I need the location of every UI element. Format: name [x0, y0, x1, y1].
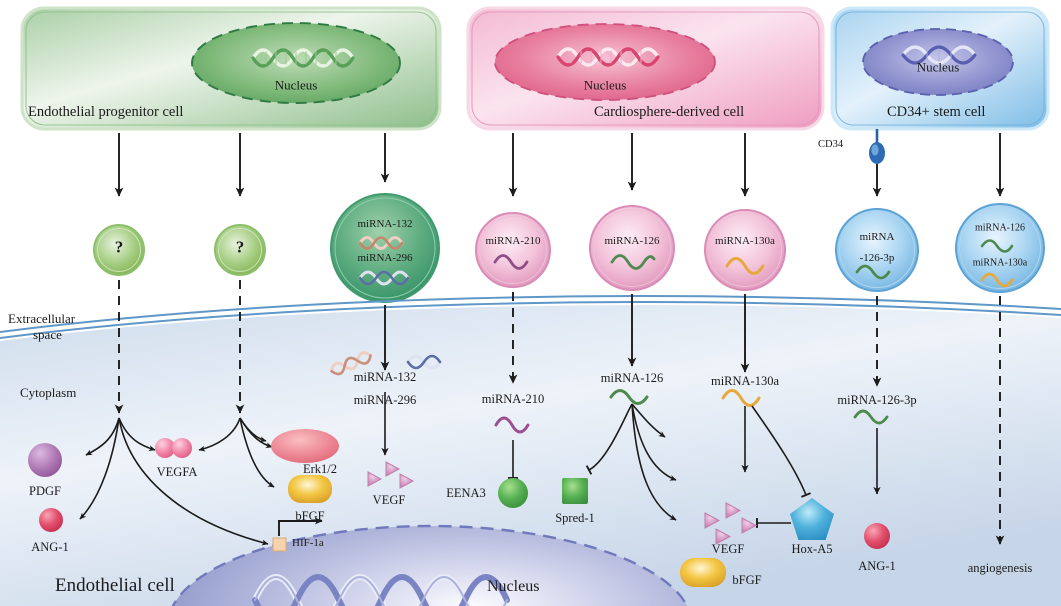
molecule-ang1-left-label: ANG-1 [31, 540, 69, 554]
vesicle-5-label: miRNA-126 [604, 234, 660, 247]
vesicle-8-label-1: miRNA-126 [975, 222, 1025, 234]
cytoplasm-mirna-296-label: miRNA-296 [353, 393, 417, 407]
vesicle-2-label: ? [235, 237, 245, 257]
vesicle-8-label-2: miRNA-130a [972, 257, 1028, 269]
molecule-bfgf-left-label: bFGF [295, 509, 325, 523]
source-cell-cdc [466, 6, 825, 131]
uptake-arrows-solid [380, 294, 750, 373]
cytoplasm-mirna-126-3p-label: miRNA-126-3p [837, 393, 917, 407]
vesicle-7-label-1: miRNA [859, 230, 895, 243]
vesicle-2 [214, 224, 266, 276]
cytoplasm-mirna-210-label: miRNA-210 [481, 392, 545, 406]
endothelial-cell-label: Endothelial cell [55, 575, 175, 596]
molecule-eena3-label: EENA3 [446, 486, 486, 500]
vesicle-4-label: miRNA-210 [485, 234, 541, 247]
angiogenesis-label: angiogenesis [967, 561, 1033, 575]
molecule-vegfa-label: VEGFA [156, 465, 198, 479]
cd34-nucleus-label: Nucleus [916, 59, 960, 75]
extracellular-space-label-line2: space [33, 327, 62, 342]
vesicle-5 [589, 205, 675, 291]
molecule-hif1a-label: HIF-1a [292, 537, 324, 549]
uptake-arrows [114, 280, 1005, 545]
molecule-hoxa5 [789, 498, 834, 540]
molecule-erk12-label: Erk1/2 [302, 462, 338, 476]
cytoplasm-mirna-130a-label: miRNA-130a [710, 374, 780, 388]
endothelial-nucleus [171, 517, 689, 606]
molecule-vegfa [155, 438, 192, 458]
source-cell-cdc-label: Cardiosphere-derived cell [594, 104, 745, 120]
source-cell-epc-label: Endothelial progenitor cell [28, 104, 184, 120]
cd34-receptor-label: CD34 [818, 139, 844, 150]
source-cell-cd34-label: CD34+ stem cell [887, 104, 986, 120]
vesicle-1-label: ? [114, 237, 124, 257]
cdc-nucleus-label: Nucleus [583, 77, 627, 93]
source-cell-cd34 [830, 6, 1050, 164]
molecule-erk12 [271, 429, 339, 463]
molecule-spred1-label: Spred-1 [555, 511, 595, 525]
vesicle-3 [330, 193, 440, 303]
cd34-receptor-icon [869, 129, 885, 164]
vesicle-3-label-2: miRNA-296 [357, 251, 413, 264]
cytoplasm-label: Cytoplasm [20, 385, 77, 400]
molecule-pdgf [28, 443, 62, 477]
molecule-eena3 [498, 478, 528, 508]
vesicle-8 [955, 203, 1045, 293]
vesicle-3-label-1: miRNA-132 [357, 217, 413, 230]
molecule-ang1-left [39, 508, 63, 532]
vesicle-6-label: miRNA-130a [715, 234, 775, 247]
molecule-spred1 [562, 478, 588, 504]
epc-nucleus-label: Nucleus [274, 77, 318, 93]
source-cell-epc [20, 6, 442, 131]
cytoplasm-mirna-strands [330, 351, 889, 434]
molecule-vegf-left-label: VEGF [372, 493, 406, 507]
signal-arrows [79, 392, 881, 546]
cytoplasm-mirna-132-label: miRNA-132 [353, 370, 417, 384]
vesicle-6 [704, 209, 786, 291]
vesicle-7-label-2: -126-3p [859, 251, 895, 264]
vesicle-1 [93, 224, 145, 276]
molecule-pdgf-label: PDGF [29, 484, 61, 498]
molecule-bfgf-left [288, 475, 332, 503]
vesicle-7 [835, 208, 919, 292]
molecule-ang1-right-label: ANG-1 [858, 559, 896, 573]
molecule-hoxa5-label: Hox-A5 [791, 542, 833, 556]
endothelial-nucleus-label: Nucleus [487, 578, 540, 595]
secretion-arrows [114, 133, 1005, 197]
molecule-vegf-left [367, 461, 415, 489]
extracellular-space-label-line1: Extracellular [8, 311, 76, 326]
molecule-bfgf-right-label: bFGF [732, 573, 762, 587]
cytoplasm-mirna-126-label: miRNA-126 [600, 371, 664, 385]
molecule-ang1-right [864, 523, 890, 549]
molecule-bfgf-right [680, 558, 726, 587]
molecule-vegf-right [704, 502, 758, 545]
molecule-vegf-right-label: VEGF [711, 542, 745, 556]
vesicle-4 [475, 212, 551, 288]
